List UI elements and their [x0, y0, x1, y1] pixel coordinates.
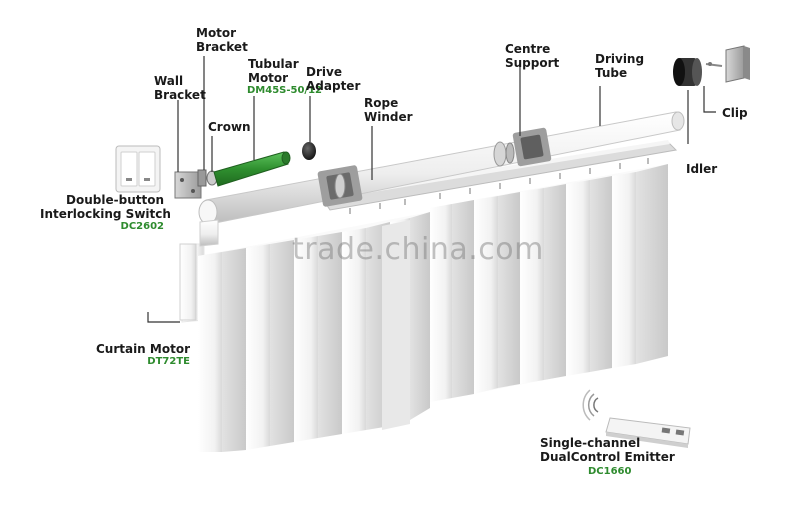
label-tubular-motor: Tubular Motor	[248, 57, 299, 85]
label-rope-winder: Rope Winder	[364, 96, 413, 124]
code-emitter: DC1660	[588, 466, 632, 477]
centre-support-part	[493, 127, 552, 167]
label-crown: Crown	[208, 120, 251, 134]
wall-switch-part	[115, 145, 161, 193]
label-emitter: Single-channel DualControl Emitter	[540, 436, 675, 464]
rope-winder-part	[317, 165, 363, 207]
label-driving-tube: Driving Tube	[595, 52, 645, 80]
curtain-motor	[179, 219, 219, 321]
label-wall-bracket: Wall Bracket	[154, 74, 206, 102]
watermark: trade.china.com	[292, 232, 544, 267]
tubular-motor-part	[213, 151, 291, 187]
code-switch: DC2602	[120, 221, 164, 232]
wall-bracket-part	[174, 171, 202, 199]
code-curtain-motor: DT72TE	[147, 356, 190, 367]
code-tubular-motor: DM45S-50/12	[247, 85, 323, 96]
label-curtain-motor: Curtain Motor	[95, 342, 190, 356]
idler-part	[673, 58, 702, 86]
leader-lines	[147, 56, 716, 323]
curtain-rail-top	[322, 140, 670, 200]
drive-adapter-part	[302, 142, 316, 160]
label-motor-bracket: Motor Bracket	[196, 26, 248, 54]
curtain-panels	[181, 164, 668, 452]
label-centre-support: Centre Support	[505, 42, 560, 70]
label-idler: Idler	[686, 162, 718, 176]
remote-emitter-part	[582, 389, 691, 448]
label-drive-adapter: Drive Adapter	[306, 65, 361, 93]
label-switch: Double-button Interlocking Switch	[40, 193, 171, 221]
curtain-hooks	[349, 158, 649, 214]
motor-bracket-part	[197, 169, 207, 187]
label-clip: Clip	[722, 106, 748, 120]
clip-part	[705, 45, 750, 83]
